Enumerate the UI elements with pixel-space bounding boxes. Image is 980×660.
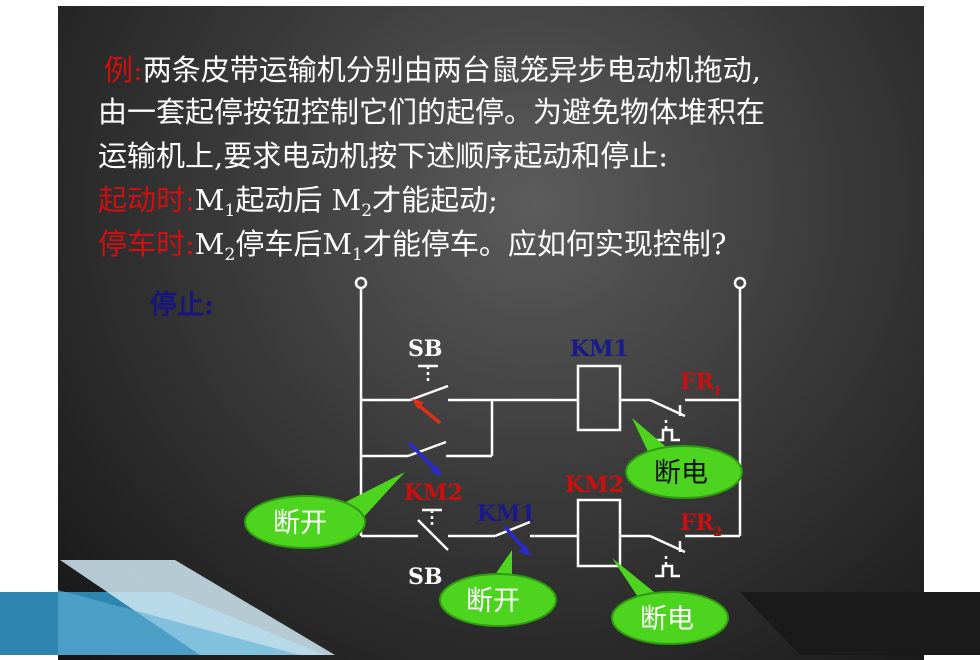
branch-km2 [361, 498, 740, 578]
example-line-1: 例:两条皮带运输机分别由两台鼠笼异步电动机拖动, [104, 56, 761, 85]
callout-power-off-top: 断电 [625, 418, 743, 499]
right-terminal [733, 276, 747, 290]
km1-coil-label: KM1 [570, 336, 629, 362]
branch-holding [361, 400, 494, 458]
start-mid: 起动后 M [235, 183, 362, 217]
stop-rule-label: 停车时: [98, 227, 195, 261]
fr1-label: FR [680, 369, 715, 395]
start-m2-sub: 2 [361, 201, 373, 221]
km1-holding-contact [407, 440, 447, 458]
sb-bottom-label: SB [408, 564, 442, 590]
example-line-2: 由一套起停按钮控制它们的起停。为避免物体堆积在 [98, 95, 766, 129]
stop-m1-sub: 1 [352, 245, 363, 265]
fr1-sub: 1 [713, 384, 722, 399]
stop-m2-sub: 2 [224, 245, 236, 265]
km1-coil [576, 364, 622, 432]
sb-bottom-contact [417, 519, 449, 551]
stop-m2: M [194, 227, 225, 261]
km1-contact-label: KM1 [477, 501, 536, 527]
sb-top-contact [409, 384, 449, 402]
callout-power-off-top-text: 断电 [654, 458, 708, 489]
callout-break-left: 断开 [244, 472, 405, 549]
fr1-thermal-element [655, 428, 680, 442]
callout-power-off-bottom: 断电 [611, 558, 729, 645]
start-m1: M [194, 183, 225, 217]
fr2-label: FR [680, 510, 715, 536]
km2-coil [576, 498, 622, 568]
fr2-thermal-element [655, 564, 680, 578]
start-rule-label: 起动时: [98, 183, 195, 217]
example-text-1: 两条皮带运输机分别由两台鼠笼异步电动机拖动, [142, 53, 762, 87]
start-end: 才能起动; [372, 183, 498, 217]
callout-break-bottom-text: 断开 [466, 586, 520, 617]
slide-background [58, 6, 924, 660]
sb-top-label: SB [408, 336, 442, 362]
km1-interlock-contact [494, 520, 531, 538]
stop-end: 才能停车。应如何实现控制? [362, 227, 727, 261]
start-rule: 起动时:M1起动后 M2才能起动; [98, 186, 498, 220]
stop-rule: 停车时:M2停车后M1才能停车。应如何实现控制? [98, 230, 726, 264]
km2-contact-label: KM2 [404, 480, 463, 506]
branch-km1 [361, 364, 740, 442]
callout-power-off-bottom-text: 断电 [640, 604, 694, 635]
start-m1-sub: 1 [224, 201, 236, 221]
blue-arrow-km1 [407, 441, 440, 474]
example-label: 例: [104, 53, 143, 87]
left-terminal [354, 276, 368, 290]
stop-mid: 停车后M [235, 227, 353, 261]
fr2-sub: 2 [713, 525, 722, 540]
callout-break-bottom: 断开 [439, 550, 557, 627]
stop-heading: 停止: [150, 290, 214, 321]
example-line-3: 运输机上,要求电动机按下述顺序起动和停止: [98, 139, 668, 173]
km2-coil-label: KM2 [565, 472, 624, 498]
callout-break-left-text: 断开 [273, 508, 327, 539]
